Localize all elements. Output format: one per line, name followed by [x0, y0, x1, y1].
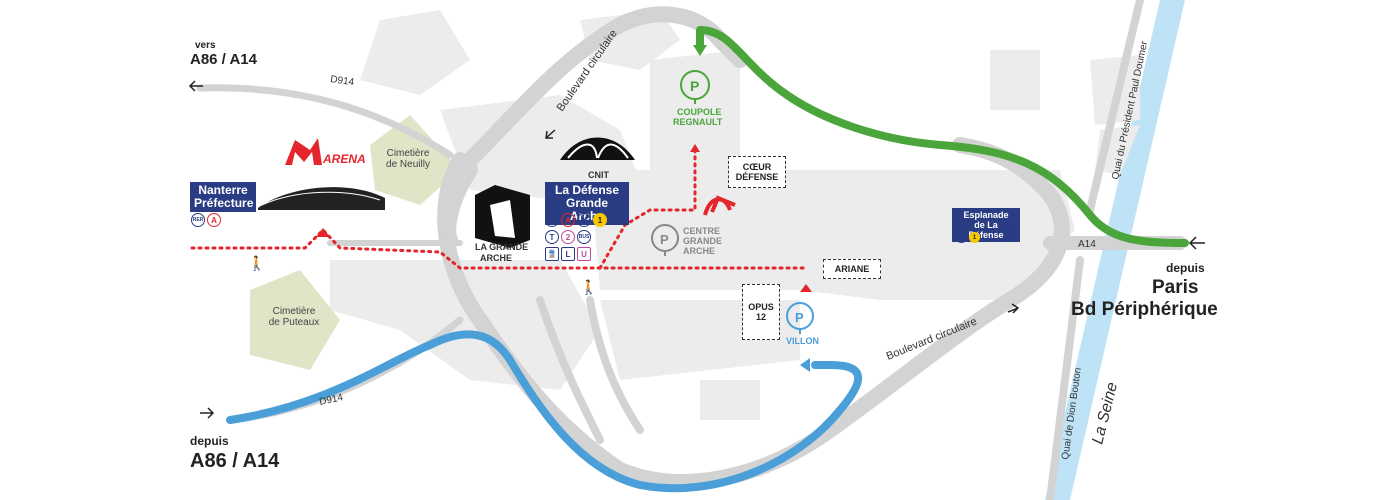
parking-villon-marker-icon: P [786, 302, 814, 334]
nanterre-line-1: Nanterre [198, 183, 248, 197]
centre-label-3: ARCHE [683, 246, 715, 256]
grande-arche-label-2: ARCHE [480, 253, 512, 263]
cimetiere-puteaux-label: Cimetière de Puteaux [268, 306, 320, 328]
top-left-vers: vers [195, 40, 216, 51]
metro-icon: M [956, 232, 967, 243]
walking-path-branch [598, 143, 697, 270]
walk-arrow-right [800, 284, 812, 292]
nanterre-line-2: Préfecture [194, 196, 254, 210]
coupole-label-1: COUPOLE [677, 107, 722, 117]
tram-icon: T [545, 230, 559, 244]
green-route [696, 26, 1189, 247]
tram-2-icon: 2 [561, 230, 575, 244]
right-depuis: depuis [1166, 261, 1205, 275]
centre-label-1: CENTRE [683, 226, 720, 236]
centre-label-2: GRANDE [683, 236, 722, 246]
coeur-line-1: CŒUR [742, 162, 772, 172]
parking-coupole-p: P [690, 78, 699, 94]
metro-line-1-icon: 1 [593, 213, 607, 227]
arena-building-icon [258, 187, 385, 210]
coupole-label-2: REGNAULT [673, 117, 723, 127]
defense-line-1: La Défense [554, 183, 620, 197]
green-arrow-head [693, 45, 707, 56]
metro-line-1-icon: 1 [969, 232, 980, 243]
opus-box: OPUS 12 [742, 284, 780, 340]
direction-arrows [188, 80, 1205, 419]
metro-icon: M [577, 213, 591, 227]
a14-label: A14 [1078, 239, 1096, 250]
opus-line-2: 12 [755, 312, 766, 322]
coeur-defense-box: CŒUR DÉFENSE [728, 156, 786, 188]
rer-a-icon: A [561, 213, 575, 227]
nanterre-station-box: Nanterre Préfecture [190, 182, 256, 212]
cimetiere-neuilly-label: Cimetière de Neuilly [386, 148, 430, 170]
bottom-left-depuis: depuis [190, 434, 229, 448]
rer-a-icon: A [207, 213, 221, 227]
walking-path [190, 227, 807, 270]
bottom-left-road: A86 / A14 [190, 450, 280, 472]
parking-coupole-marker-icon: P [680, 70, 710, 104]
arena-label: ARENA [322, 152, 366, 166]
esplanade-line-1: Esplanade [963, 210, 1009, 220]
parking-villon-p: P [795, 310, 804, 325]
sculpture-icon [703, 195, 736, 216]
cnit-label: CNIT [588, 170, 609, 180]
d914-bottom-label: D914 [318, 392, 344, 408]
cimetiere-puteaux-area [250, 270, 340, 370]
ariane-label: ARIANE [834, 264, 870, 274]
cnit-building-icon [560, 137, 635, 160]
blue-arrow-head [800, 358, 810, 372]
pedestrian-icon: 🚶 [580, 279, 597, 296]
parking-centre-p: P [660, 232, 669, 247]
coeur-line-2: DÉFENSE [735, 172, 779, 182]
line-l-icon: L [561, 247, 575, 261]
bus-icon: BUS [577, 230, 591, 244]
ariane-box: ARIANE [823, 259, 881, 279]
pedestrian-icon: 🚶 [248, 255, 265, 272]
rer-icon: RER [191, 213, 205, 227]
walk-arrow-left [316, 228, 330, 237]
parking-centre-marker-icon: P [651, 224, 679, 256]
cimetiere-neuilly-area [370, 115, 460, 205]
line-u-icon: U [577, 247, 591, 261]
right-bd: Bd Périphérique [1071, 299, 1218, 320]
grande-arche-label-1: LA GRANDE [475, 242, 528, 252]
right-paris: Paris [1152, 277, 1199, 298]
d914-top-label: D914 [330, 74, 356, 88]
arena-logo-icon [285, 138, 322, 165]
villon-label: VILLON [786, 336, 819, 346]
top-left-road: A86 / A14 [190, 51, 257, 68]
opus-line-1: OPUS [748, 302, 774, 312]
train-glyph: 🚆 [547, 251, 557, 258]
train-icon: 🚆 [545, 247, 559, 261]
walk-arrow-top [690, 144, 700, 152]
rer-icon: RER [545, 213, 559, 227]
blue-route [226, 330, 863, 493]
esplanade-line-2: de La Défense [968, 220, 1004, 240]
grande-arche-building-icon [475, 185, 530, 248]
